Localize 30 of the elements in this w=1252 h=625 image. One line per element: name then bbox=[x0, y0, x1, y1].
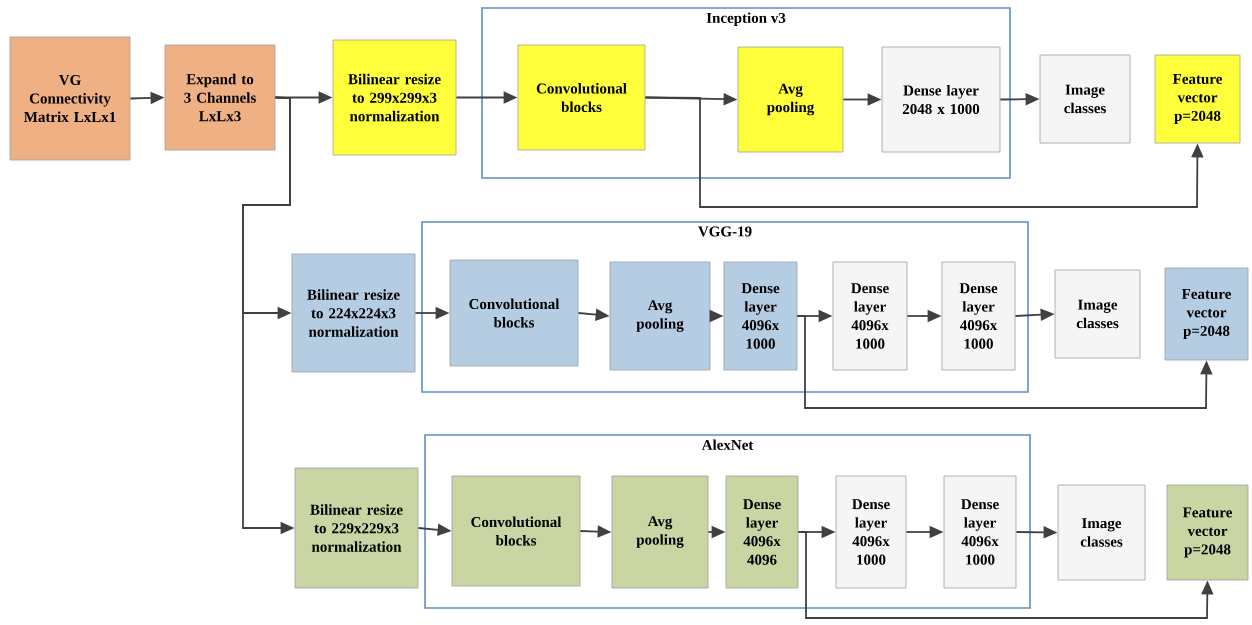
process-box: Avg pooling bbox=[609, 261, 711, 371]
group-title: Inception v3 bbox=[706, 12, 786, 26]
process-box: Dense layer 2048 x 1000 bbox=[881, 46, 1001, 153]
process-box: Dense layer 4096x 1000 bbox=[723, 261, 798, 371]
process-box: Expand to 3 Channels LxLx3 bbox=[164, 44, 276, 151]
process-box: Dense layer 4096x 1000 bbox=[832, 261, 908, 371]
process-box: Bilinear resize to 224x224x3 normalization bbox=[291, 253, 416, 373]
group-title: VGG-19 bbox=[698, 226, 752, 237]
process-box: Convolutional blocks bbox=[517, 44, 646, 151]
process-box: Avg pooling bbox=[737, 46, 844, 153]
process-box: Dense layer 4096x 1000 bbox=[943, 475, 1017, 589]
process-box: Image classes bbox=[1057, 484, 1146, 581]
process-box: Feature vector p=2048 bbox=[1164, 267, 1249, 361]
process-box: Feature vector p=2048 bbox=[1166, 484, 1249, 581]
process-box: VG Connectivity Matrix LxLx1 bbox=[9, 36, 131, 161]
process-box: Avg pooling bbox=[611, 475, 709, 589]
group-title: AlexNet bbox=[701, 439, 754, 450]
process-box: Image classes bbox=[1039, 54, 1131, 144]
process-box: Convolutional blocks bbox=[449, 259, 579, 367]
arrow bbox=[797, 531, 1214, 619]
process-box: Convolutional blocks bbox=[451, 475, 581, 587]
process-box: Bilinear resize to 299x299x3 normalization bbox=[332, 39, 457, 156]
process-box: Bilinear resize to 229x229x3 normalization bbox=[294, 467, 419, 589]
arrow bbox=[644, 96, 1204, 208]
process-box: Dense layer 4096x 1000 bbox=[835, 475, 907, 589]
process-box: Image classes bbox=[1054, 269, 1141, 359]
arrow bbox=[796, 315, 1213, 409]
process-box: Feature vector p=2048 bbox=[1154, 54, 1241, 144]
process-box: Dense layer 4096x 1000 bbox=[941, 261, 1016, 371]
process-box: Dense layer 4096x 4096 bbox=[725, 475, 799, 589]
